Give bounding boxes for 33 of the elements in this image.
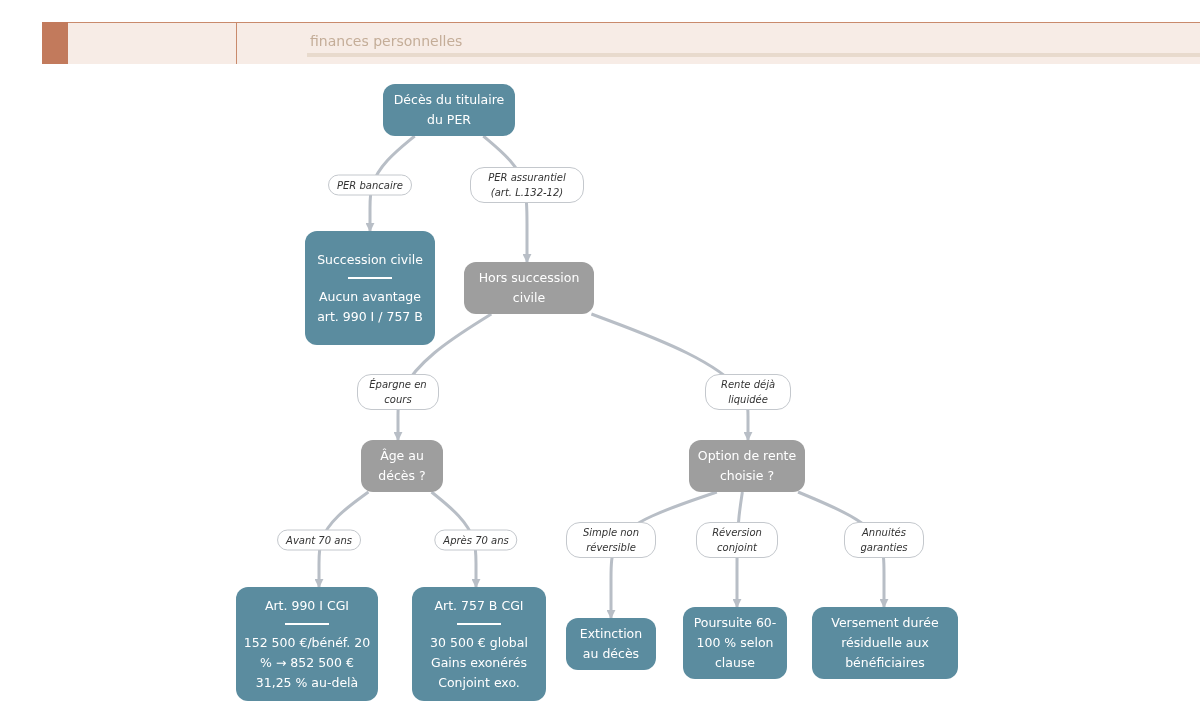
node-title: Décès du titulaire du PER (392, 91, 506, 129)
node-title: Succession civile (317, 250, 423, 269)
outcome-box (812, 607, 958, 679)
node-title: Hors succession civile (477, 269, 581, 307)
node-title: Extinction au décès (578, 625, 644, 663)
edge-label: Avant 70 ans (277, 529, 361, 551)
outcome-box (412, 587, 546, 701)
node-title: Versement durée résiduelle aux bénéficiaires (830, 614, 940, 672)
decision-box (464, 262, 594, 314)
outcome-box (236, 587, 378, 701)
node-text: 152 500 €/bénéf. 20 % → 852 500 € 31,25 % au-delà (242, 633, 372, 692)
node-title: Art. 757 B CGI (434, 596, 524, 615)
edge-label: Épargne en cours (357, 374, 439, 410)
node-title: Poursuite 60-100 % selon clause (692, 614, 778, 672)
decision-box (689, 440, 805, 492)
node-title: Art. 990 I CGI (264, 596, 350, 615)
outcome-box (383, 84, 515, 136)
node-title: Âge au décès ? (377, 447, 427, 485)
edge-label: Après 70 ans (434, 529, 518, 551)
outcome-box (305, 231, 435, 345)
edge-label: Annuités garanties (844, 522, 924, 558)
edge-label: Simple non réversible (566, 522, 656, 558)
edge-label: Rente déjà liquidée (705, 374, 791, 410)
edge-label: Réversion conjoint (696, 522, 778, 558)
edge-label: PER assurantiel (art. L.132-12) (470, 167, 584, 203)
node-text: 30 500 € global Gains exonérés Conjoint exo. (429, 633, 529, 692)
edge-label: PER bancaire (328, 174, 412, 196)
tagline-text: finances personnelles (310, 33, 463, 49)
outcome-box (566, 618, 656, 670)
node-text: Aucun avantage art. 990 I / 757 B (316, 287, 424, 326)
outcome-box (683, 607, 787, 679)
decision-box (361, 440, 443, 492)
node-title: Option de rente choisie ? (696, 447, 798, 485)
